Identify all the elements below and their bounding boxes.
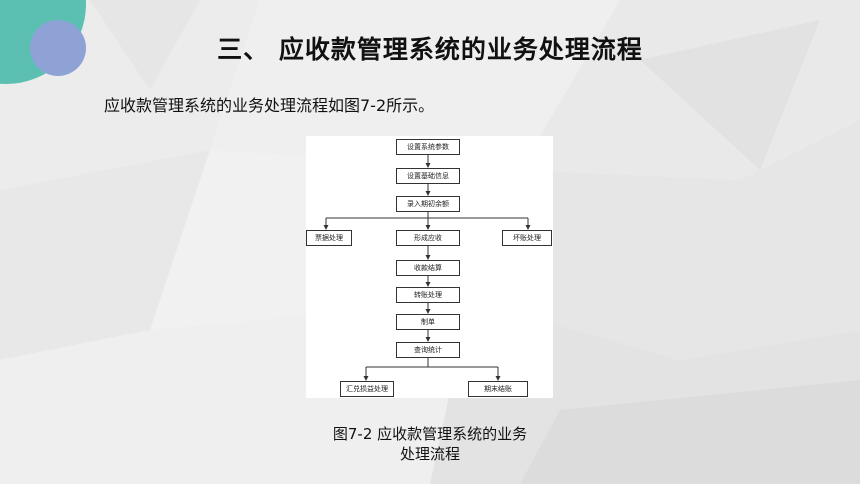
- step-fx-gain-loss: 汇兑损益处理: [340, 381, 394, 397]
- blue-circle-shape: [30, 20, 86, 76]
- step-bad-debt: 坏账处理: [502, 230, 552, 246]
- caption-line-1: 图7-2 应收款管理系统的业务: [332, 425, 528, 443]
- caption-line-2: 处理流程: [399, 445, 460, 463]
- figure-caption: 图7-2 应收款管理系统的业务 处理流程: [300, 424, 560, 464]
- step-query: 查询统计: [396, 342, 460, 358]
- flowchart-connectors: [323, 154, 531, 381]
- step-collection: 收款结算: [396, 260, 460, 276]
- step-setup-basic: 设置基础信息: [396, 168, 460, 184]
- step-form-receivable: 形成应收: [396, 230, 460, 246]
- flowchart-figure: 设置系统参数 设置基础信息 录入期初余额 票据处理 形成应收 坏账处理 收款结算…: [306, 136, 553, 398]
- step-transfer: 转账处理: [396, 287, 460, 303]
- step-voucher: 制单: [396, 314, 460, 330]
- step-setup-params: 设置系统参数: [396, 139, 460, 155]
- step-period-end: 期末结账: [468, 381, 528, 397]
- step-bill-processing: 票据处理: [306, 230, 352, 246]
- step-opening-balance: 录入期初余额: [396, 196, 460, 212]
- slide-title: 三、 应收款管理系统的业务处理流程: [217, 35, 643, 64]
- intro-text: 应收款管理系统的业务处理流程如图7-2所示。: [104, 96, 435, 115]
